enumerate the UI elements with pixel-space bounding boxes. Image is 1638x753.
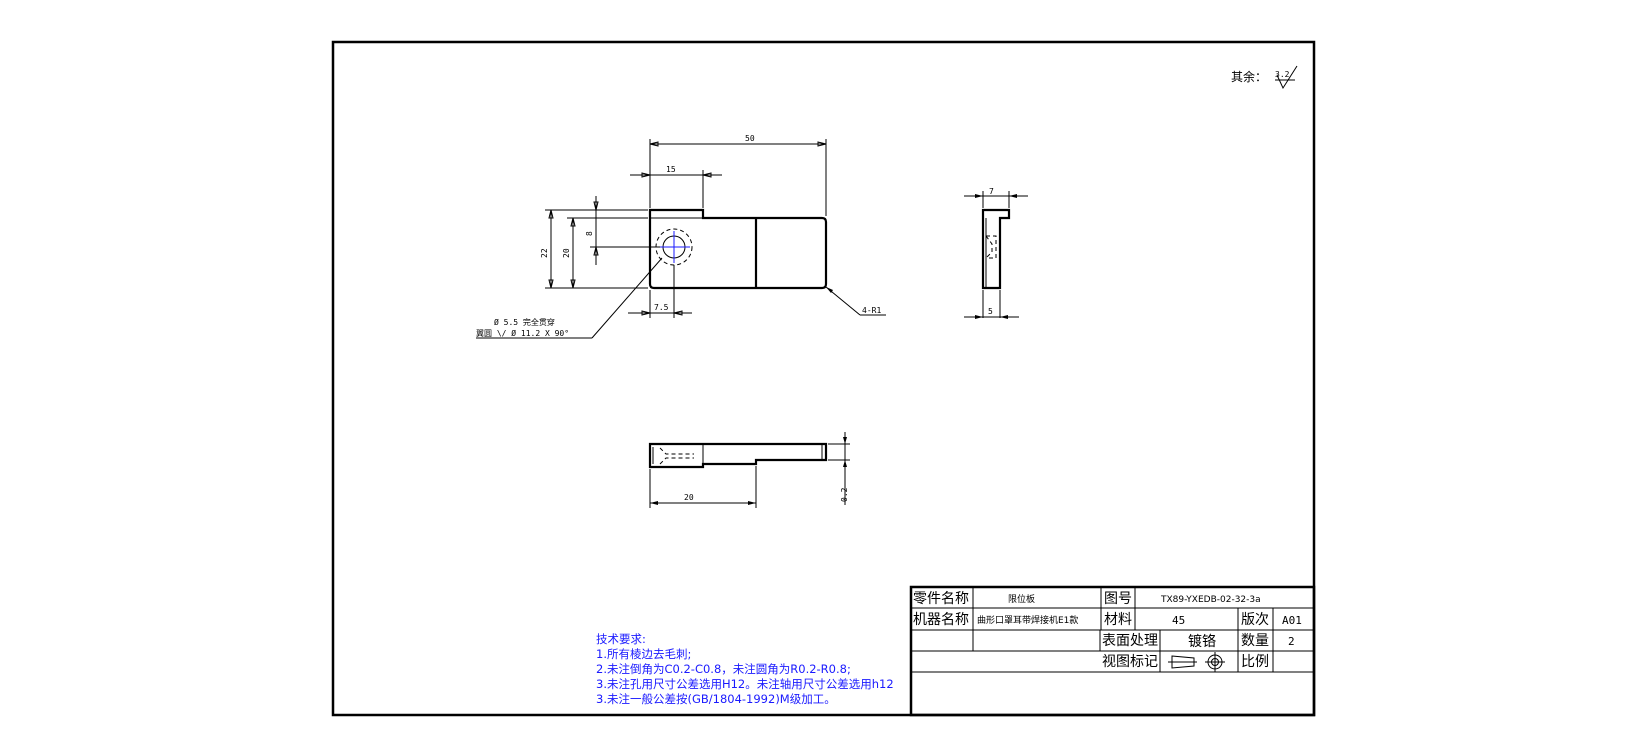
revision-label: 版次 — [1241, 612, 1269, 628]
tech-requirements: 技术要求: 1.所有棱边去毛刺; 2.未注倒角为C0.2-C0.8，未注圆角为R… — [596, 632, 894, 706]
projection-symbol-icon — [1168, 652, 1225, 672]
hole-note-1: Ø 5.5 完全贯穿 — [494, 317, 555, 327]
dim-overall-length: 50 — [745, 134, 755, 143]
machine-name-value: 曲形口罩耳带焊接机E1款 — [977, 614, 1078, 626]
bottom-dim-thickness: 0.2 — [840, 487, 849, 502]
surface-roughness-note: 其余： 3.2 — [1231, 65, 1298, 90]
machine-name-label: 机器名称 — [913, 612, 969, 628]
dim-arrows — [641, 310, 683, 316]
tech-req-item: 3.未注孔用尺寸公差选用H12。未注轴用尺寸公差选用h12 — [596, 677, 894, 691]
dim-height-22: 22 — [540, 248, 549, 258]
dim-height-20: 20 — [562, 248, 571, 258]
roughness-value: 3.2 — [1275, 70, 1290, 79]
bottom-hidden-hole — [659, 447, 694, 465]
dim-arrows — [593, 201, 599, 256]
tech-req-item: 1.所有棱边去毛刺; — [596, 647, 691, 661]
side-part-outline — [981, 208, 1011, 290]
dim-arrows — [843, 437, 847, 467]
drawing-no-value: TX89-YXEDB-02-32-3a — [1160, 595, 1261, 605]
dim-arrows — [975, 315, 1008, 319]
side-view: 7 5 — [964, 187, 1028, 319]
side-dim-top: 7 — [989, 187, 994, 196]
dim-tab-width: 15 — [666, 165, 676, 174]
side-dim-bottom: 5 — [988, 307, 993, 316]
bottom-dim-length: 20 — [684, 493, 694, 502]
scale-label: 比例 — [1241, 654, 1269, 670]
front-part-outline — [648, 208, 828, 290]
quantity-value: 2 — [1288, 635, 1295, 648]
surface-label: 表面处理 — [1102, 633, 1158, 649]
material-label: 材料 — [1104, 612, 1132, 628]
view-mark-label: 视图标记 — [1102, 654, 1158, 670]
part-name-value: 限位板 — [1008, 593, 1035, 605]
dim-arrows — [570, 217, 576, 289]
material-value: 45 — [1172, 614, 1185, 627]
side-hidden-hole — [985, 235, 997, 259]
part-name-label: 零件名称 — [913, 591, 969, 607]
quantity-label: 数量 — [1241, 633, 1269, 649]
bottom-view: 20 0.2 — [648, 432, 850, 508]
surface-value: 镀铬 — [1188, 633, 1216, 650]
dim-arrows — [641, 172, 712, 178]
dim-hole-offset: 8 — [585, 231, 594, 236]
tech-req-title: 技术要求: — [596, 632, 646, 646]
dim-hole-pos: 7.5 — [654, 303, 669, 312]
front-view: 50 15 22 20 8 7.5 4-R1 — [476, 134, 886, 339]
leader-arrow — [826, 287, 833, 293]
surface-note-label: 其余： — [1231, 69, 1267, 84]
hole-note-2: 翼圆 \/ Ø 11.2 X 90° — [476, 328, 569, 338]
title-block: 零件名称 限位板 图号 TX89-YXEDB-02-32-3a 机器名称 曲形口… — [909, 585, 1316, 717]
dim-arrows — [548, 209, 554, 289]
hole-note-leader — [591, 257, 663, 339]
drawing-border — [331, 40, 1316, 717]
roughness-symbol-icon — [1275, 65, 1298, 90]
tech-req-item: 3.未注一般公差按(GB/1804-1992)M级加工。 — [596, 692, 836, 706]
bottom-part-outline — [648, 442, 828, 469]
drawing-no-label: 图号 — [1104, 591, 1132, 607]
tech-req-item: 2.未注倒角为C0.2-C0.8，未注圆角为R0.2-R0.8; — [596, 662, 851, 676]
dim-radius: 4-R1 — [862, 306, 881, 315]
dim-arrows — [649, 141, 827, 147]
revision-value: A01 — [1282, 614, 1302, 627]
